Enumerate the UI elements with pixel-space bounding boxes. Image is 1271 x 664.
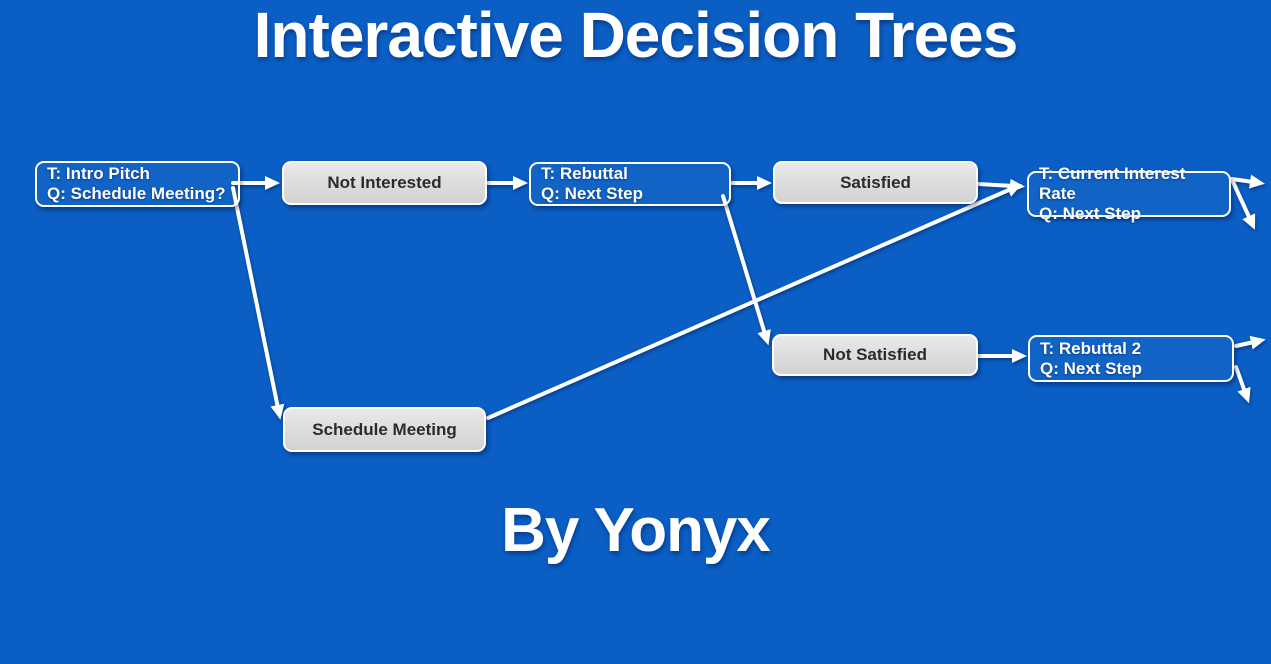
edge-rebuttal2-offscreen-down [1234,365,1251,404]
edge-schedule-to-current-rate [486,183,1022,420]
edge-rebuttal-to-not-satisfied [721,194,771,346]
node-rebuttal-2-line1: T: Rebuttal 2 [1040,338,1142,358]
node-not-satisfied: Not Satisfied [772,334,978,376]
node-rebuttal-line1: T: Rebuttal [541,164,628,183]
edge-current-rate-offscreen-right [1230,174,1265,189]
node-not-interested-label: Not Interested [327,173,442,192]
edge-current-rate-offscreen-down [1231,180,1256,230]
node-not-satisfied-label: Not Satisfied [823,345,927,364]
node-intro-pitch: T: Intro Pitch Q: Schedule Meeting? [35,161,240,207]
node-current-interest-rate-line2: Q: Next Step [1039,204,1142,223]
node-current-interest-rate: T: Current Interest Rate Q: Next Step [1027,164,1231,223]
edge-satisfied-to-current-rate [976,178,1025,193]
page-title: Interactive Decision Trees [253,0,1019,71]
node-intro-pitch-line2: Q: Schedule Meeting? [47,184,226,203]
node-schedule-meeting: Schedule Meeting [283,407,486,452]
node-rebuttal-2-line2: Q: Next Step [1040,358,1143,378]
node-rebuttal-line2: Q: Next Step [541,184,644,203]
node-intro-pitch-line1: T: Intro Pitch [47,164,150,183]
node-not-interested: Not Interested [282,161,487,205]
node-satisfied-label: Satisfied [840,172,911,192]
edge-rebuttal2-offscreen-right [1234,335,1266,350]
node-rebuttal: T: Rebuttal Q: Next Step [529,162,731,206]
node-schedule-meeting-label: Schedule Meeting [312,419,457,439]
node-rebuttal-2: T: Rebuttal 2 Q: Next Step [1028,335,1234,382]
node-current-interest-rate-line1: T: Current Interest Rate [1039,164,1186,203]
node-satisfied: Satisfied [773,161,978,204]
edge-intro-to-schedule-meeting [231,186,285,420]
byline: By Yonyx [501,496,771,565]
